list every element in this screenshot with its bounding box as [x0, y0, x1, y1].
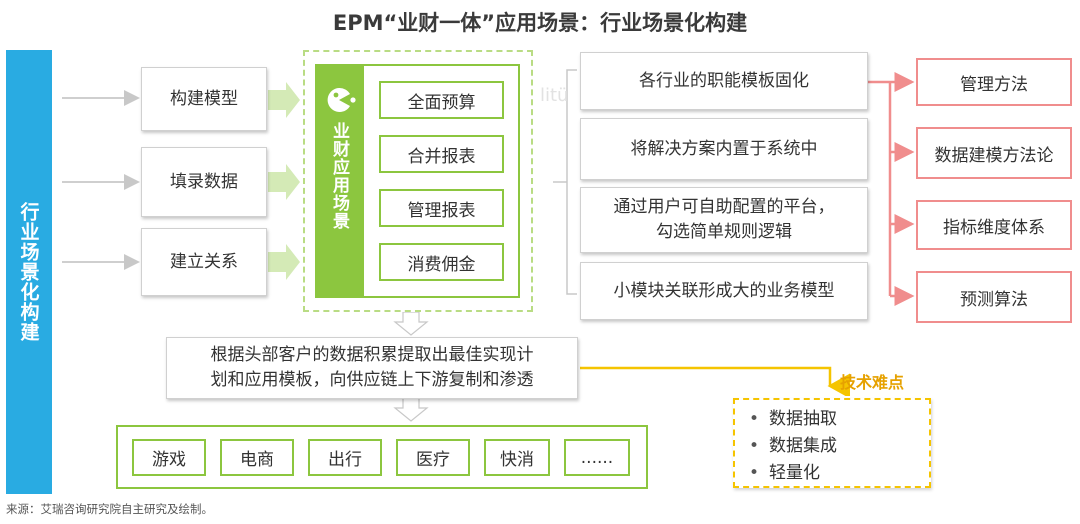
scene-item-label: 合并报表 [407, 146, 476, 167]
feature-label: 小模块关联形成大的业务模型 [613, 280, 835, 301]
faint-watermark-text: litü [540, 85, 569, 106]
summary-box: 根据头部客户的数据积累提取出最佳实现计 划和应用模板，向供应链上下游复制和渗透 [166, 337, 578, 399]
method-label: 指标维度体系 [943, 217, 1045, 238]
step-box-build-model: 构建模型 [141, 67, 267, 131]
tech-difficulty-label: 技术难点 [840, 373, 905, 392]
method-box: 管理方法 [916, 58, 1072, 106]
pink-connectors [868, 72, 915, 306]
method-label: 预测算法 [960, 289, 1028, 310]
scene-item: 合并报表 [379, 135, 504, 173]
method-box: 指标维度体系 [916, 200, 1072, 250]
feature-bracket [553, 69, 577, 295]
feature-box: 小模块关联形成大的业务模型 [580, 262, 868, 320]
sidebar-banner: 行业场景化构建 [6, 50, 52, 494]
source-note: 来源：艾瑞咨询研究院自主研究及绘制。 [6, 502, 213, 516]
scene-item: 管理报表 [379, 189, 504, 227]
industry-label: ...... [580, 447, 614, 468]
method-box: 数据建模方法论 [916, 127, 1072, 179]
industry-item: 快消 [484, 439, 550, 476]
feature-box: 各行业的职能模板固化 [580, 52, 868, 110]
feature-label: 各行业的职能模板固化 [639, 70, 809, 91]
scene-icon [327, 87, 356, 112]
method-label: 数据建模方法论 [934, 145, 1054, 166]
industry-item: ...... [564, 439, 630, 476]
feature-box: 通过用户可自助配置的平台， 勾选简单规则逻辑 [580, 187, 868, 253]
feature-box: 将解决方案内置于系统中 [580, 118, 868, 180]
method-label: 管理方法 [960, 74, 1028, 95]
scene-item-label: 全面预算 [407, 92, 476, 113]
industry-item: 医疗 [396, 439, 470, 476]
feature-label: 将解决方案内置于系统中 [630, 138, 818, 159]
industry-item: 电商 [220, 439, 294, 476]
step-box-build-relations: 建立关系 [141, 228, 267, 296]
step-label: 构建模型 [170, 88, 238, 109]
summary-text: 根据头部客户的数据积累提取出最佳实现计 划和应用模板，向供应链上下游复制和渗透 [210, 345, 534, 390]
tech-item: 数据集成 [749, 433, 929, 460]
industry-label: 医疗 [416, 450, 450, 470]
method-box: 预测算法 [916, 271, 1072, 323]
scene-panel-label: 业财应用场景 [329, 122, 349, 230]
down-arrows [393, 311, 429, 422]
step-label: 填录数据 [170, 171, 238, 192]
tech-item: 数据抽取 [749, 406, 929, 433]
scene-panel-vertical-label: 业财应用场景 [315, 122, 364, 292]
step-label: 建立关系 [170, 251, 238, 272]
scene-item-label: 消费佣金 [407, 254, 476, 275]
scene-item: 消费佣金 [379, 243, 504, 281]
industry-label: 快消 [500, 450, 534, 470]
scene-item-label: 管理报表 [407, 200, 476, 221]
scene-item: 全面预算 [379, 81, 504, 119]
step-box-fill-data: 填录数据 [141, 147, 267, 217]
industry-label: 出行 [328, 450, 362, 470]
industry-item: 游戏 [132, 439, 206, 476]
tech-item: 轻量化 [749, 460, 929, 487]
industry-item: 出行 [308, 439, 382, 476]
tech-connector [580, 366, 830, 386]
page-title: EPM“业财一体”应用场景：行业场景化构建 [332, 11, 748, 35]
industry-label: 电商 [240, 450, 274, 470]
input-arrows [62, 90, 140, 270]
feature-label: 通过用户可自助配置的平台， 勾选简单规则逻辑 [613, 197, 835, 242]
industry-label: 游戏 [152, 450, 186, 470]
sidebar-label: 行业场景化构建 [17, 202, 40, 342]
tech-difficulty-box: 数据抽取 数据集成 轻量化 [733, 398, 931, 488]
green-block-arrows [268, 82, 300, 280]
